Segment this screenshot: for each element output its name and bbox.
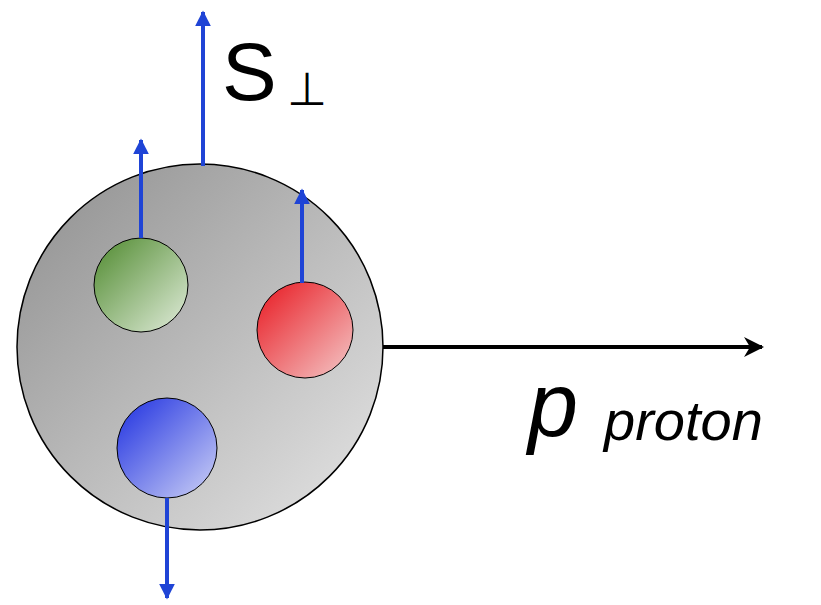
quark-green <box>94 238 188 332</box>
quark-spin-arrow <box>165 498 169 598</box>
proton-spin-arrow <box>201 12 205 166</box>
proton-circle <box>17 164 383 530</box>
spin-subscript: ⊥ <box>287 66 327 112</box>
momentum-subscript: proton <box>604 393 763 449</box>
spin-symbol: S <box>222 31 277 113</box>
quark-spin-arrow <box>300 190 304 283</box>
quark-spin-arrow <box>139 140 143 238</box>
momentum-arrow <box>383 345 762 349</box>
quark-blue <box>117 398 217 498</box>
quark-red <box>257 282 353 378</box>
momentum-symbol: p <box>528 360 578 450</box>
